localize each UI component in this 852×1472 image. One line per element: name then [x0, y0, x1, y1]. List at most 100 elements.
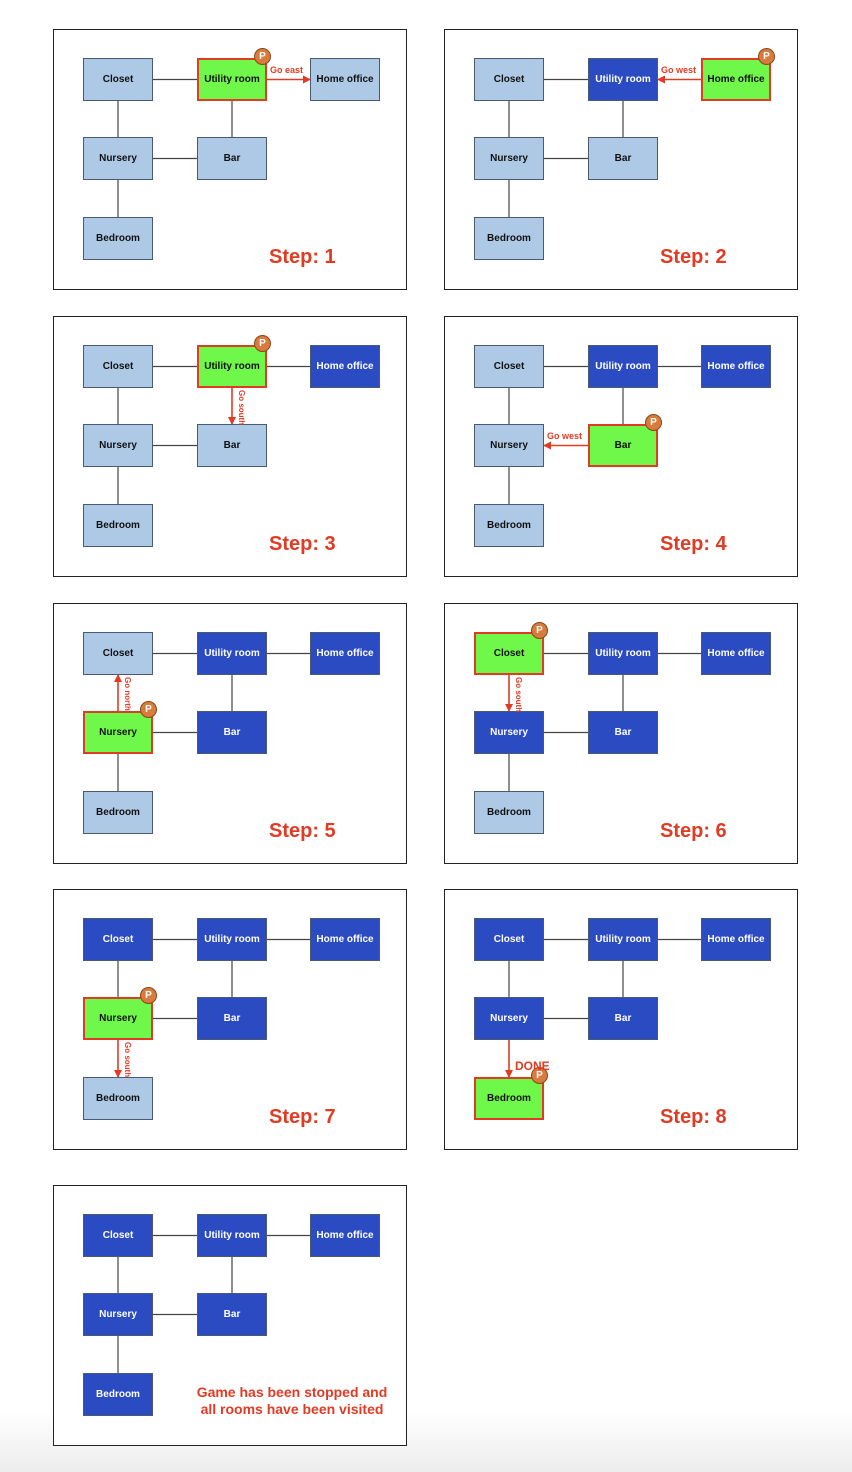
room-label: Nursery: [99, 1013, 137, 1024]
room-label: Closet: [102, 648, 134, 659]
room-utility: Utility room: [197, 918, 267, 961]
room-label: Bedroom: [96, 1093, 140, 1104]
connections-layer: [117, 1234, 310, 1373]
room-bedroom: Bedroom: [83, 1373, 153, 1416]
connections-layer: [117, 75, 311, 217]
room-label: Utility room: [595, 74, 651, 85]
room-closet: Closet: [83, 58, 153, 101]
room-label: Closet: [102, 74, 134, 85]
room-label: Bar: [223, 440, 241, 451]
room-label: Utility room: [204, 934, 260, 945]
room-label: Closet: [493, 934, 525, 945]
connections-layer: [505, 652, 701, 791]
room-bar: Bar: [197, 997, 267, 1040]
room-bar: Bar: [588, 424, 658, 467]
step-label: Step: 6: [660, 820, 727, 842]
room-nursery: Nursery: [83, 1293, 153, 1336]
room-home-office: Home office: [701, 345, 771, 388]
step-label: Step: 7: [269, 1106, 336, 1128]
step-label: Step: 3: [269, 533, 336, 555]
room-label: Utility room: [595, 934, 651, 945]
room-closet: Closet: [83, 918, 153, 961]
room-label: Bedroom: [96, 520, 140, 531]
room-bedroom: Bedroom: [474, 1077, 544, 1120]
room-utility: Utility room: [588, 918, 658, 961]
room-closet: Closet: [474, 918, 544, 961]
room-bar: Bar: [197, 137, 267, 180]
step-label: Step: 5: [269, 820, 336, 842]
room-bedroom: Bedroom: [83, 791, 153, 834]
room-label: Nursery: [490, 153, 528, 164]
room-bar: Bar: [197, 1293, 267, 1336]
room-label: Utility room: [595, 361, 651, 372]
room-nursery: Nursery: [83, 137, 153, 180]
room-home-office: Home office: [701, 632, 771, 675]
connections-layer: [508, 365, 701, 504]
room-label: Nursery: [490, 1013, 528, 1024]
room-utility: Utility room: [197, 632, 267, 675]
room-label: Nursery: [490, 727, 528, 738]
room-label: Utility room: [204, 361, 260, 372]
room-bar: Bar: [588, 137, 658, 180]
room-bar: Bar: [588, 997, 658, 1040]
room-label: Utility room: [204, 1230, 260, 1241]
room-label: Nursery: [99, 440, 137, 451]
room-nursery: Nursery: [474, 137, 544, 180]
room-label: Bar: [614, 727, 632, 738]
room-home-office: Home office: [310, 632, 380, 675]
player-token-icon: P: [140, 701, 157, 718]
player-token-icon: P: [254, 335, 271, 352]
room-label: Utility room: [204, 648, 260, 659]
move-label: Go north: [123, 677, 132, 711]
room-label: Bar: [223, 727, 241, 738]
room-home-office: Home office: [310, 345, 380, 388]
room-closet: Closet: [83, 345, 153, 388]
room-label: Bedroom: [96, 233, 140, 244]
room-bedroom: Bedroom: [474, 217, 544, 260]
move-label: Go south: [237, 390, 246, 426]
room-label: Home office: [316, 1230, 374, 1241]
room-nursery: Nursery: [474, 424, 544, 467]
room-label: Bedroom: [487, 233, 531, 244]
room-label: Utility room: [204, 74, 260, 85]
room-bedroom: Bedroom: [474, 504, 544, 547]
room-home-office: Home office: [310, 1214, 380, 1257]
room-nursery: Nursery: [474, 997, 544, 1040]
move-label: Go west: [547, 430, 583, 441]
room-label: Home office: [316, 361, 374, 372]
game-over-message: Game has been stopped and all rooms have…: [196, 1384, 388, 1417]
room-bedroom: Bedroom: [83, 217, 153, 260]
step-label: Step: 2: [660, 246, 727, 268]
room-utility: Utility room: [588, 58, 658, 101]
connections-layer: [114, 938, 310, 1078]
room-utility: Utility room: [588, 632, 658, 675]
room-label: Bar: [223, 1309, 241, 1320]
move-label: Go south: [123, 1042, 132, 1078]
room-bedroom: Bedroom: [83, 504, 153, 547]
player-token-icon: P: [758, 48, 775, 65]
room-nursery: Nursery: [83, 424, 153, 467]
room-label: Bar: [614, 153, 632, 164]
room-label: Bar: [614, 440, 632, 451]
room-closet: Closet: [474, 632, 544, 675]
move-label: Go south: [514, 677, 523, 713]
player-token-icon: P: [140, 987, 157, 1004]
step-label: Step: 1: [269, 246, 336, 268]
player-token-icon: P: [531, 1067, 548, 1084]
room-label: Bar: [223, 1013, 241, 1024]
room-nursery: Nursery: [83, 997, 153, 1040]
step-label: Step: 8: [660, 1106, 727, 1128]
room-utility: Utility room: [588, 345, 658, 388]
room-utility: Utility room: [197, 58, 267, 101]
connections-layer: [114, 652, 310, 791]
room-label: Home office: [707, 361, 765, 372]
connections-layer: [505, 938, 701, 1078]
move-label: DONE: [515, 1059, 550, 1073]
room-home-office: Home office: [310, 58, 380, 101]
